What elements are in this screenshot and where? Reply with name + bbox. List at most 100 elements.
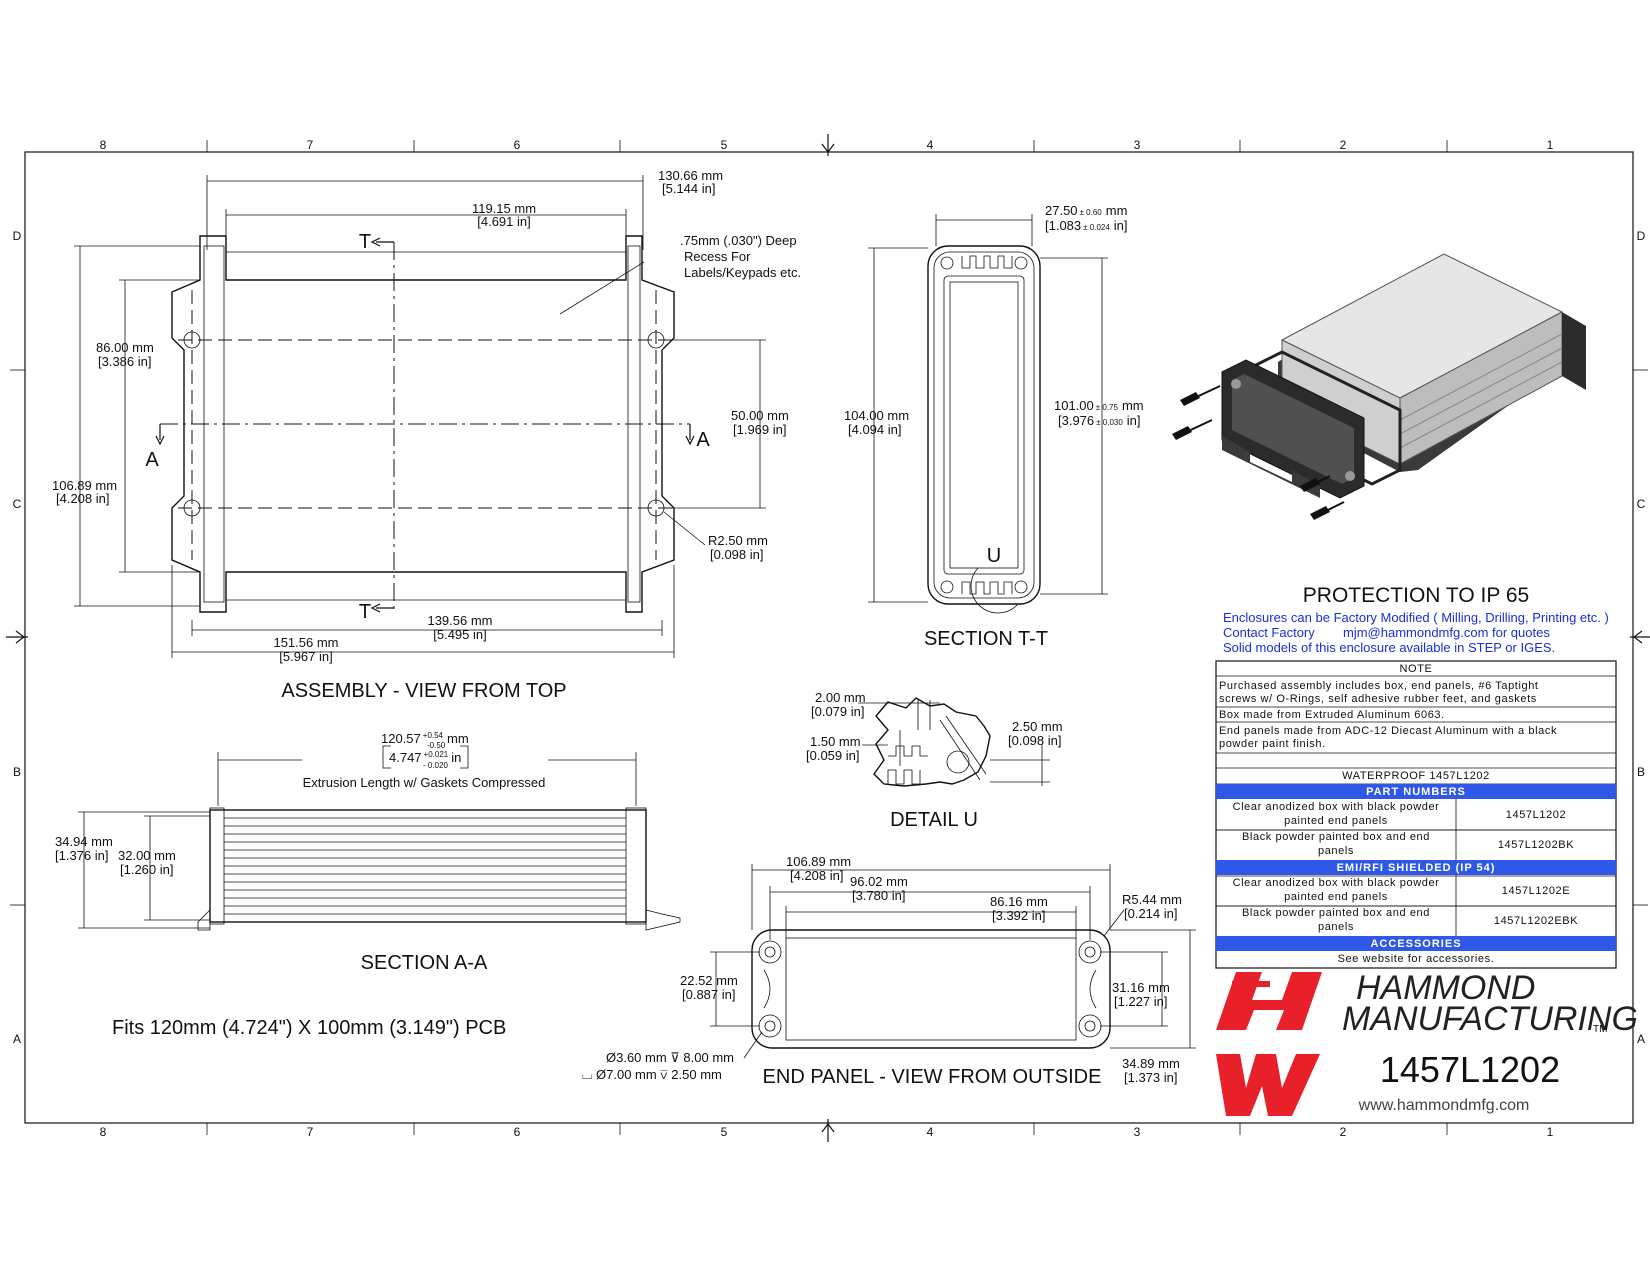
grid-col-top-6: 2 — [1340, 138, 1347, 152]
part-2-number: 1457L1202BK — [1498, 839, 1574, 851]
part-2-desc-a: Black powder painted box and end — [1242, 831, 1430, 843]
header-accessories: ACCESSORIES — [1370, 938, 1461, 950]
part-4-desc-b: panels — [1318, 921, 1354, 933]
note-2: Box made from Extruded Aluminum 6063. — [1219, 709, 1445, 721]
aa-dim-32-mm: 32.00 mm — [118, 848, 176, 863]
aa-dim-note: Extrusion Length w/ Gaskets Compressed — [303, 775, 546, 790]
tt-dim-height-mm: 104.00 mm — [844, 408, 909, 423]
aa-dim-34-in: [1.376 in] — [55, 848, 109, 863]
aa-dim-len-tol-dn: -0.50 — [427, 741, 446, 750]
top-dim-inner-mm: 119.15 mm — [472, 201, 536, 216]
protection-line-2b: mjm@hammondmfg.com for quotes — [1343, 625, 1550, 640]
top-dim-151-mm: 151.56 mm — [273, 635, 338, 650]
detail-dim-a-in: [0.079 in] — [811, 704, 865, 719]
top-dim-50-mm: 50.00 mm — [731, 408, 789, 423]
pcb-note: Fits 120mm (4.724") X 100mm (3.149") PCB — [112, 1017, 506, 1039]
ep-dim-22-mm: 22.52 mm — [680, 973, 738, 988]
top-view-title: ASSEMBLY - VIEW FROM TOP — [281, 680, 566, 702]
ep-dim-34-mm: 34.89 mm — [1122, 1056, 1180, 1071]
grid-col-bot-4: 4 — [927, 1125, 934, 1139]
note-1b: screws w/ O-Rings, self adhesive rubber … — [1219, 693, 1537, 705]
grid-col-top-0: 8 — [100, 138, 107, 152]
grid-row-left-3: A — [13, 1032, 21, 1046]
header-emi: EMI/RFI SHIELDED (IP 54) — [1337, 862, 1496, 874]
part-1-desc-a: Clear anodized box with black powder — [1233, 801, 1440, 813]
detail-dim-b-mm: 1.50 mm — [810, 734, 861, 749]
brand-part-number: 1457L1202 — [1380, 1049, 1560, 1090]
part-3-desc-a: Clear anodized box with black powder — [1233, 877, 1440, 889]
section-letter-a-left: A — [145, 449, 159, 471]
ep-dim-106-in: [4.208 in] — [790, 868, 844, 883]
aa-dim-len-in-dn: - 0.020 — [423, 761, 448, 770]
grid-row-right-3: A — [1637, 1032, 1645, 1046]
brand-website: www.hammondmfg.com — [1358, 1097, 1530, 1114]
brand-name-1: HAMMOND — [1356, 969, 1535, 1007]
grid-col-top-3: 5 — [721, 138, 728, 152]
ep-dim-96-mm: 96.02 mm — [850, 874, 908, 889]
note-3a: End panels made from ADC-12 Diecast Alum… — [1219, 725, 1557, 737]
top-dim-r-in: [0.098 in] — [710, 547, 764, 562]
detail-letter-u: U — [987, 545, 1001, 567]
grid-col-top-5: 3 — [1134, 138, 1141, 152]
top-dim-inner-in: [4.691 in] — [477, 214, 531, 229]
protection-block: PROTECTION TO IP 65 Enclosures can be Fa… — [1223, 584, 1609, 655]
grid-col-top-1: 7 — [307, 138, 314, 152]
note-waterproof: WATERPROOF 1457L1202 — [1342, 770, 1490, 782]
protection-title: PROTECTION TO IP 65 — [1303, 584, 1529, 607]
header-part-numbers: PART NUMBERS — [1366, 786, 1466, 798]
top-dim-86-in: [3.386 in] — [98, 354, 152, 369]
top-dim-139-in: [5.495 in] — [433, 627, 487, 642]
top-dim-r-mm: R2.50 mm — [708, 533, 768, 548]
aa-dim-34-mm: 34.94 mm — [55, 834, 113, 849]
accessories-note: See website for accessories. — [1338, 953, 1495, 965]
detail-dim-b-in: [0.059 in] — [806, 748, 860, 763]
ep-dim-31-mm: 31.16 mm — [1112, 980, 1170, 995]
end-panel: 106.89 mm [4.208 in] 96.02 mm [3.780 in]… — [582, 854, 1196, 1088]
aa-dim-32-in: [1.260 in] — [120, 862, 174, 877]
protection-line-3: Solid models of this enclosure available… — [1223, 640, 1555, 655]
part-1-number: 1457L1202 — [1506, 809, 1566, 821]
section-letter-a-right: A — [696, 429, 710, 451]
ep-dim-r-in: [0.214 in] — [1124, 906, 1178, 921]
sheet-border: 8 7 6 5 4 3 2 1 8 7 6 5 4 3 2 1 D C B A … — [6, 134, 1650, 1142]
top-view: A A T T 130.66 mm [5.144 in] 119.15 mm [… — [52, 168, 801, 702]
grid-col-bot-1: 7 — [307, 1125, 314, 1139]
part-2-desc-b: panels — [1318, 845, 1354, 857]
ep-dim-86-mm: 86.16 mm — [990, 894, 1048, 909]
section-tt-title: SECTION T-T — [924, 628, 1048, 650]
protection-line-2a: Contact Factory — [1223, 625, 1315, 640]
top-dim-overall-in: [5.144 in] — [662, 181, 716, 196]
part-1-desc-b: painted end panels — [1284, 815, 1388, 827]
detail-u-title: DETAIL U — [890, 809, 978, 831]
top-dim-106-in: [4.208 in] — [56, 491, 110, 506]
top-dim-86-mm: 86.00 mm — [96, 340, 154, 355]
grid-col-bot-5: 3 — [1134, 1125, 1141, 1139]
grid-col-bot-6: 2 — [1340, 1125, 1347, 1139]
ep-dim-34-in: [1.373 in] — [1124, 1070, 1178, 1085]
grid-row-left-1: C — [13, 497, 22, 511]
grid-row-right-2: B — [1637, 765, 1645, 779]
ep-dim-31-in: [1.227 in] — [1114, 994, 1168, 1009]
end-panel-title: END PANEL - VIEW FROM OUTSIDE — [763, 1066, 1102, 1088]
protection-line-1: Enclosures can be Factory Modified ( Mil… — [1223, 610, 1609, 625]
top-dim-139-mm: 139.56 mm — [427, 613, 492, 628]
grid-labels: 8 7 6 5 4 3 2 1 8 7 6 5 4 3 2 1 D C B A … — [13, 138, 1646, 1139]
part-3-desc-b: painted end panels — [1284, 891, 1388, 903]
hammond-logo — [1216, 972, 1322, 1116]
recess-note-1: .75mm (.030") Deep — [680, 233, 797, 248]
note-header: NOTE — [1400, 663, 1433, 675]
ep-dim-96-in: [3.780 in] — [852, 888, 906, 903]
grid-row-right-1: C — [1637, 497, 1646, 511]
detail-dim-c-mm: 2.50 mm — [1012, 719, 1063, 734]
grid-col-top-4: 4 — [927, 138, 934, 152]
ep-dim-106-mm: 106.89 mm — [786, 854, 851, 869]
brand-block: HAMMOND MANUFACTURING TM 1457L1202 www.h… — [1216, 969, 1638, 1116]
detail-dim-a-mm: 2.00 mm — [815, 690, 866, 705]
